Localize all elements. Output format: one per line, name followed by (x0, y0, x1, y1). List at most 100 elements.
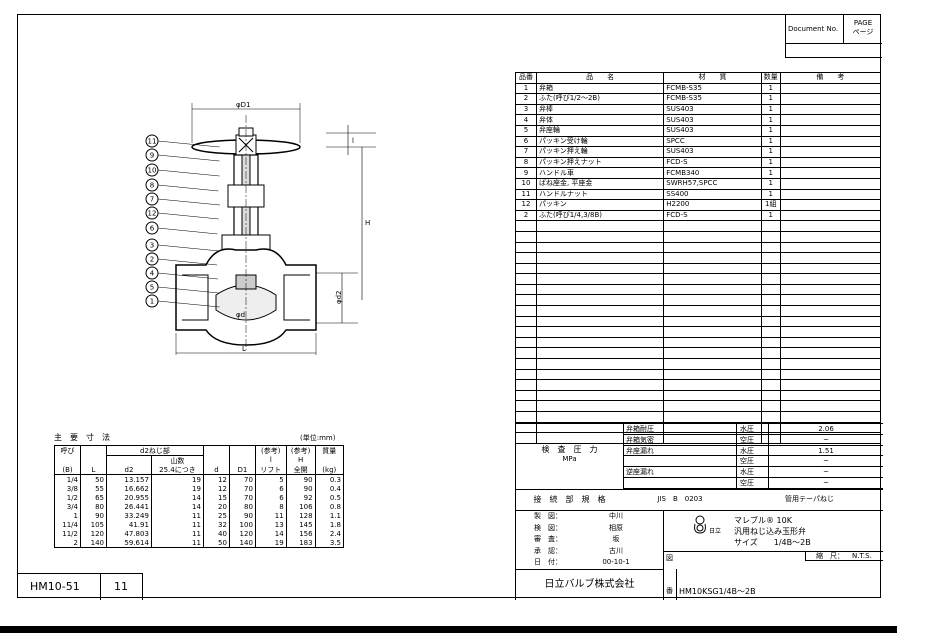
dims-cell: 19 (254, 538, 287, 548)
dims-cell: 33.249 (106, 511, 152, 520)
part-balloon: 6 (145, 221, 218, 235)
parts-cell-note (779, 146, 882, 158)
scale-label: 縮 尺： (816, 552, 844, 560)
approval-name: 相原 (609, 523, 623, 532)
inspection-type: 空圧 (740, 478, 754, 487)
dims-cell: 55 (80, 484, 107, 493)
connection-label: 接 続 部 規 格 (533, 495, 606, 504)
parts-cell-no: 9 (515, 167, 537, 179)
parts-cell-no: 4 (515, 114, 537, 126)
inspection-type: 水圧 (740, 425, 754, 433)
approval-name: 坂 (612, 535, 620, 544)
parts-row-empty (515, 432, 882, 444)
parts-cell-qty: 1 (760, 93, 781, 105)
part-balloon: 9 (145, 148, 220, 162)
parts-cell-name: パッキン押えナット (535, 156, 665, 169)
footer-code: HM10-51 (30, 580, 80, 593)
parts-row-empty (515, 400, 882, 412)
parts-row-empty (515, 368, 882, 381)
inspection-row: 逆座漏れ水圧─ (624, 467, 883, 478)
connection-type: 管用テーパねじ (785, 495, 834, 503)
part-balloon: 3 (145, 238, 220, 252)
part-balloon: 1 (145, 294, 220, 308)
parts-cell-name: ばね座金, 平座金 (535, 177, 665, 190)
company-name: 日立バルブ株式会社 (544, 579, 635, 590)
dims-cell: 13 (254, 520, 287, 529)
dims-h-l: l (254, 455, 287, 465)
parts-cell-qty: 1 (760, 82, 781, 95)
dim-D1-label: φD1 (236, 101, 250, 109)
dims-cell: 47.803 (106, 529, 152, 538)
parts-cell-mat: FCMB-S35 (663, 82, 762, 95)
approval-name: 00-10-1 (602, 558, 630, 567)
approval-role: 製 図： (534, 512, 562, 520)
parts-header-material: 材 質 (663, 72, 762, 84)
dims-cell: 3.5 (314, 538, 344, 548)
parts-cell-no: 7 (515, 146, 537, 158)
dims-cell: 0.3 (314, 474, 344, 484)
parts-cell-name: 弁棒 (535, 103, 665, 116)
dims-cell: 32 (202, 520, 230, 529)
parts-cell-note (779, 167, 882, 179)
dims-cell: 120 (228, 529, 256, 538)
dims-cell: 90 (285, 474, 316, 484)
parts-row-empty (515, 241, 882, 254)
dims-cell: 14 (254, 529, 287, 538)
parts-row-empty (515, 220, 882, 232)
parts-cell-name: パッキン受け輪 (535, 135, 665, 148)
dims-cell: 140 (228, 538, 256, 548)
dims-cell: 26.441 (106, 502, 152, 511)
parts-cell-no: 8 (515, 156, 537, 169)
inspection-item: 逆座漏れ (626, 468, 654, 477)
parts-header-name: 品 名 (535, 72, 665, 84)
product-brand: マレブル® 10K (734, 516, 792, 525)
dims-cell: 156 (285, 529, 316, 538)
dims-h-d2: d2ねじ部 (106, 445, 204, 456)
dims-cell: 120 (80, 529, 107, 538)
parts-cell-note (779, 103, 882, 116)
svg-text:2: 2 (150, 256, 154, 264)
part-balloon: 4 (145, 266, 219, 280)
dims-cell: 16.662 (106, 484, 152, 493)
parts-cell-name: ふた(呼び1/2～2B) (535, 93, 665, 105)
dims-cell: 128 (285, 511, 316, 520)
dims-h-weight: 質量 (314, 445, 344, 456)
parts-cell-name: 弁体 (535, 114, 665, 126)
inspection-row: 空圧─ (624, 477, 883, 489)
svg-text:1: 1 (150, 298, 154, 306)
dims-cell: 90 (228, 511, 256, 520)
parts-cell-qty: 1 (760, 188, 781, 201)
product-logo-text: 日立 (709, 528, 722, 535)
drawing-zu-label: 図 (666, 554, 673, 562)
dims-cell: 105 (80, 520, 107, 529)
drawing-number: HM10KSG1/4B～2B (679, 587, 756, 596)
dims-cell: 59.614 (106, 538, 152, 548)
parts-cell-name: ハンドルナット (535, 188, 665, 201)
parts-row-empty (515, 379, 882, 391)
product-logo-icon (692, 515, 708, 535)
dims-cell: 11/2 (54, 529, 81, 538)
parts-row-empty (515, 305, 882, 317)
parts-row-empty (515, 262, 882, 275)
dims-table: 呼び d2ねじ部 (参考) (参考) 質量 山数 l H (B) L d2 25… (54, 445, 344, 548)
dims-cell: 19 (150, 474, 204, 484)
dims-cell: 1/2 (54, 493, 81, 502)
parts-cell-no: 1 (515, 82, 537, 95)
dim-d-label: φd (236, 311, 245, 319)
dims-cell: 14 (150, 493, 204, 502)
page-label-en: PAGE (853, 19, 873, 27)
doc-number-box: Document No. PAGE ページ (785, 15, 882, 58)
dims-h-d2c: d2 (106, 465, 152, 475)
approval-row: 検 図：相原 (516, 523, 663, 535)
page-bottom-rule (0, 626, 897, 633)
dim-L-label: L (242, 345, 246, 353)
dims-cell: 3/8 (54, 484, 81, 493)
dims-h-lift: リフト (254, 465, 287, 475)
inspection-row: 弁箱気密空圧─ (624, 434, 883, 446)
inspection-value: ─ (823, 457, 829, 466)
